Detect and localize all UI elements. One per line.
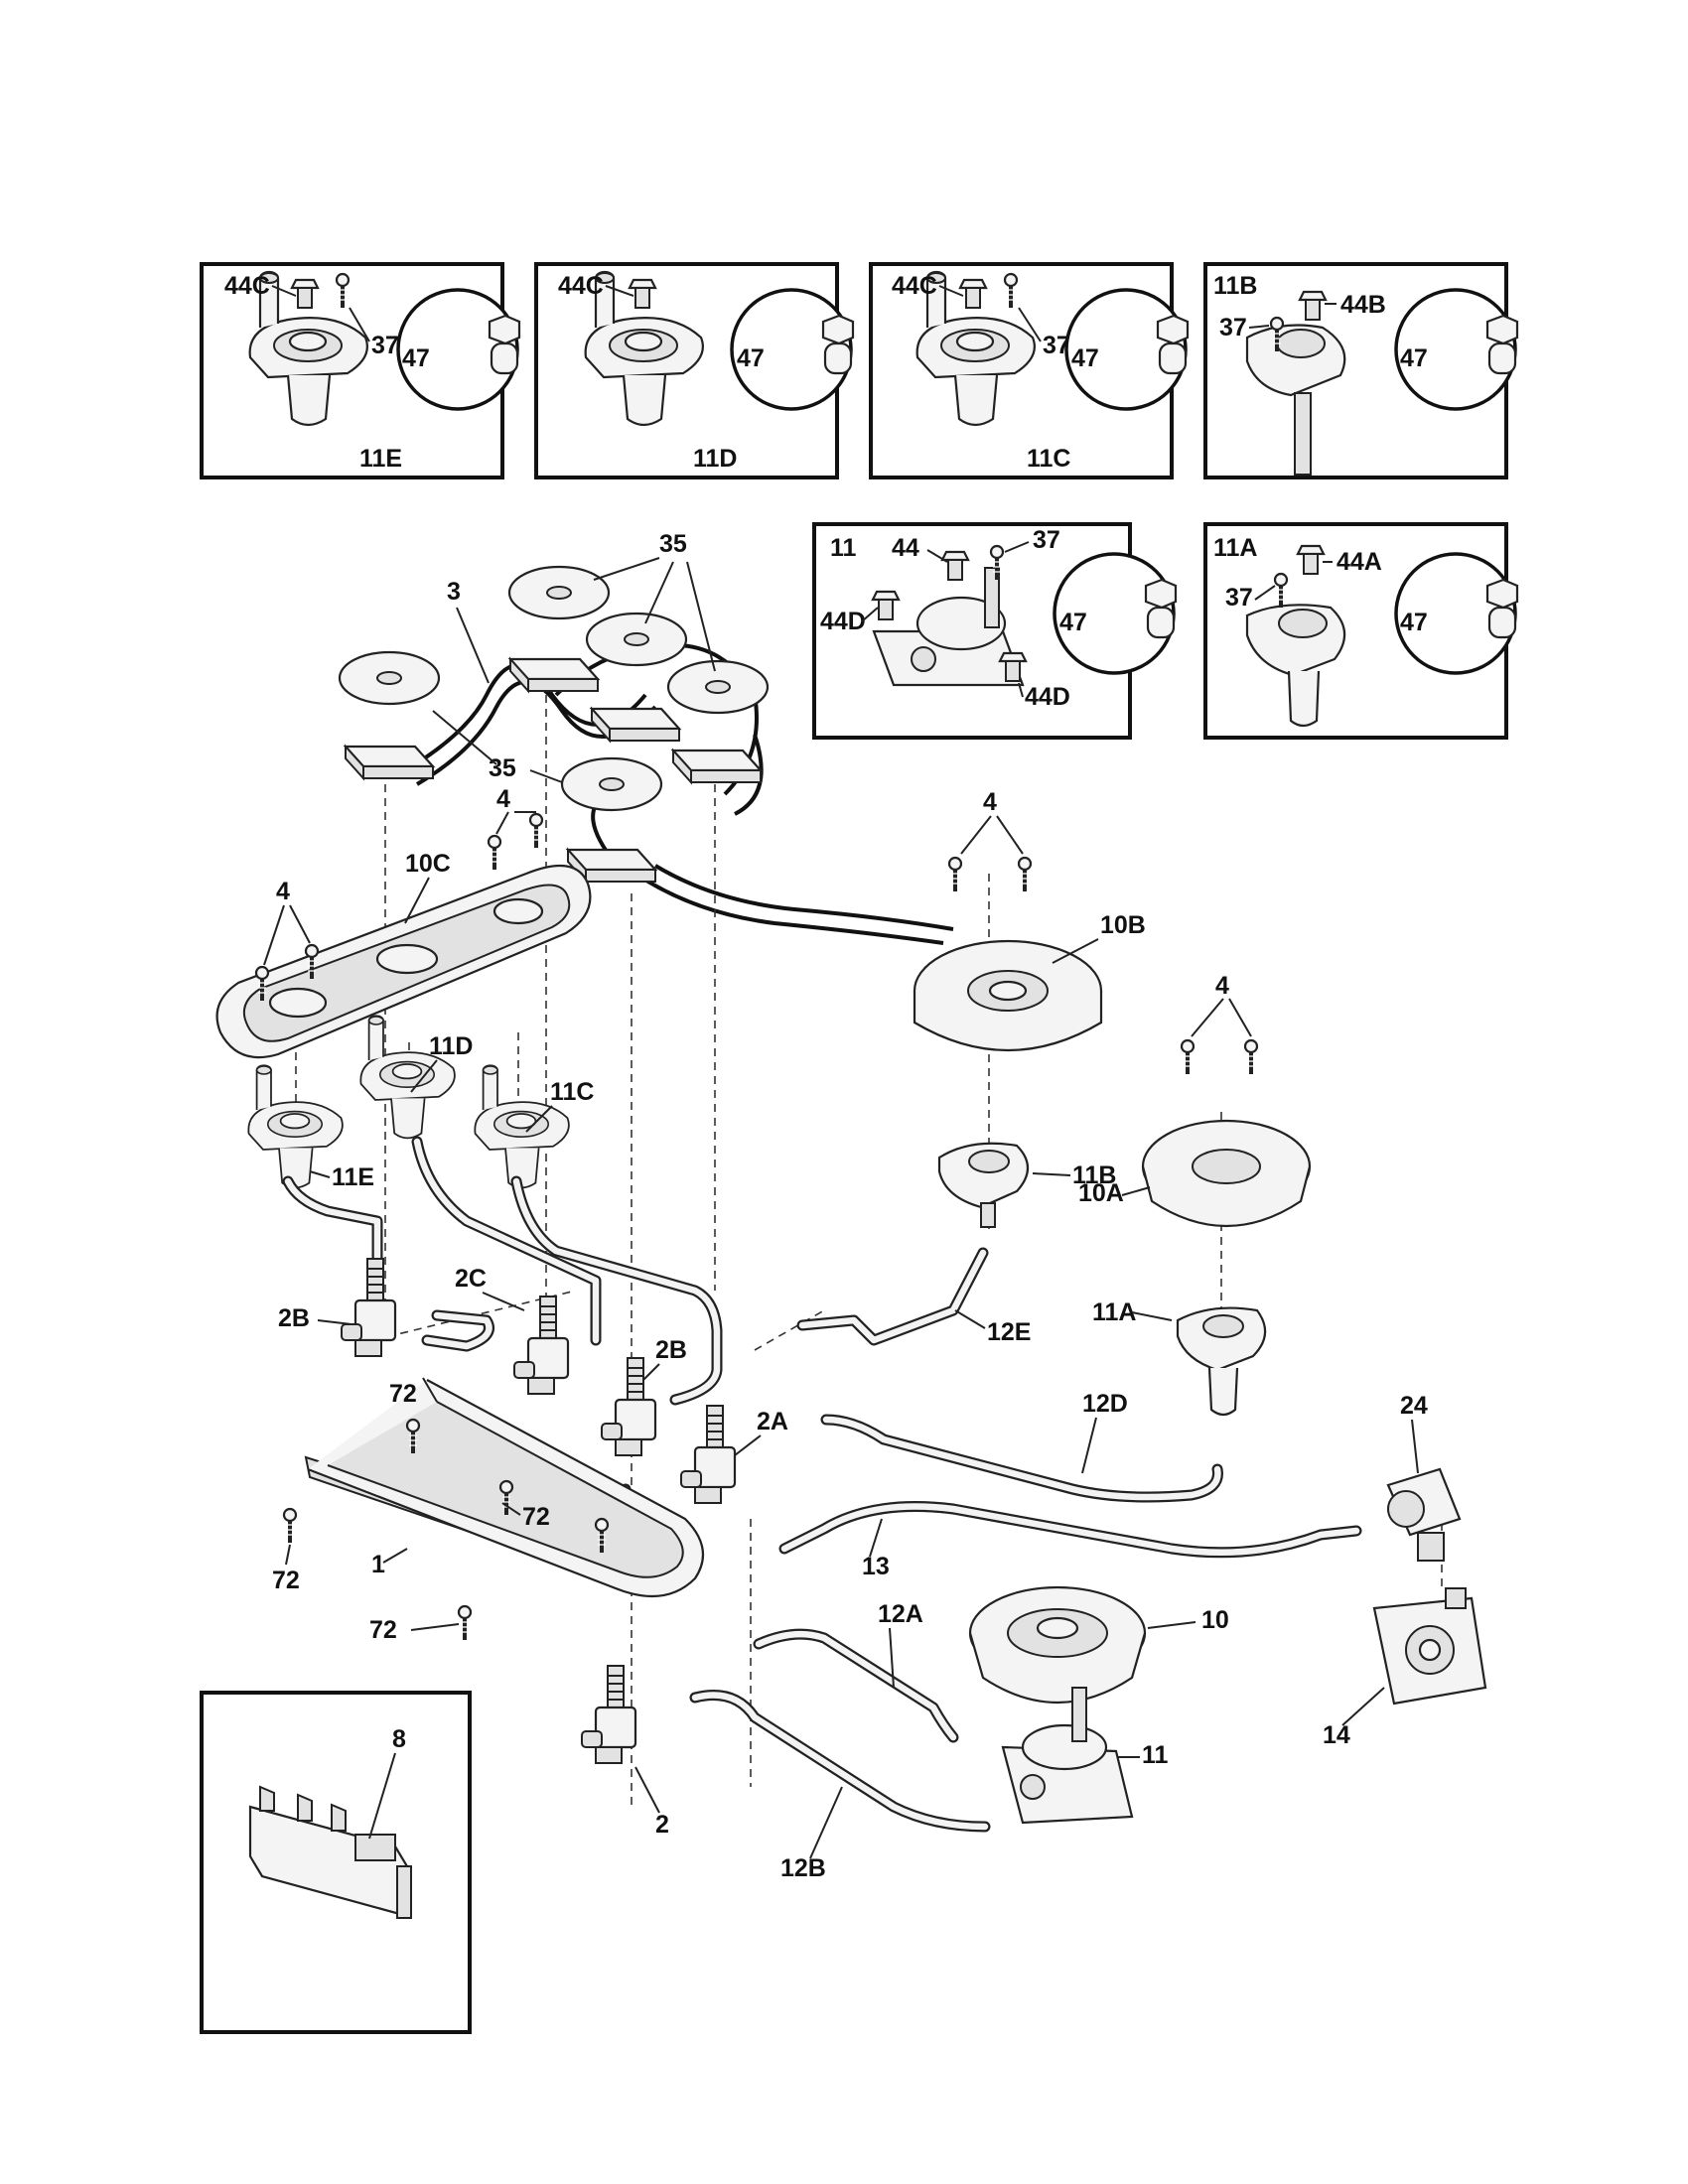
label-2b-left: 2B <box>278 1304 310 1332</box>
label-44d-left: 44D <box>820 608 866 635</box>
regulator-14: 14 <box>1323 1587 1487 1749</box>
burner-10: 10 <box>968 1585 1229 1705</box>
label-37-11: 37 <box>1033 526 1060 554</box>
label-3: 3 <box>447 578 461 606</box>
inset-burner-11c: 44C 37 47 11C <box>869 262 1190 479</box>
burner-head-11a: 11A <box>1092 1298 1267 1417</box>
burner-10a: 4 10A <box>1078 972 1312 1228</box>
label-4-10a: 4 <box>1215 972 1229 1000</box>
label-11c-inset: 11C <box>1027 445 1070 473</box>
label-8: 8 <box>392 1725 406 1753</box>
label-47-d: 47 <box>737 344 765 372</box>
elbow-24: 24 <box>1386 1392 1462 1562</box>
label-11b-inset: 11B <box>1213 272 1257 300</box>
burner-head-11b: 11B <box>937 1142 1116 1228</box>
label-12a: 12A <box>878 1600 923 1628</box>
gas-tubes: 12E 12D 13 12A 12B <box>282 1136 1362 1882</box>
label-72-b: 72 <box>522 1503 550 1531</box>
label-24: 24 <box>1400 1392 1428 1420</box>
label-44c-c: 44C <box>892 272 937 300</box>
inset-burner-11: 11 44 37 44D 44D 47 <box>812 522 1178 740</box>
label-11b: 11B <box>1072 1161 1116 1189</box>
label-47-b: 47 <box>1400 344 1428 372</box>
label-2b-right: 2B <box>655 1336 687 1364</box>
label-11a: 11A <box>1092 1298 1136 1326</box>
label-47-e: 47 <box>402 344 430 372</box>
label-11e-inset: 11E <box>359 445 402 473</box>
label-11d: 11D <box>429 1032 473 1060</box>
label-72-c: 72 <box>272 1567 300 1594</box>
label-2: 2 <box>655 1811 669 1839</box>
label-72-a: 72 <box>389 1380 417 1408</box>
label-44b-inset: 44B <box>1340 291 1386 319</box>
label-4-10b: 4 <box>983 788 997 816</box>
label-10c: 10C <box>405 850 451 878</box>
label-4-top: 4 <box>496 785 510 813</box>
label-1: 1 <box>371 1551 385 1578</box>
label-12b: 12B <box>780 1854 826 1882</box>
label-4-10c: 4 <box>276 878 290 905</box>
inset-burner-11e: 44C 37 47 11E <box>200 262 521 479</box>
burner-10b: 4 10B <box>913 788 1146 1051</box>
label-14: 14 <box>1323 1721 1350 1749</box>
label-72-d: 72 <box>369 1616 397 1644</box>
label-12e: 12E <box>987 1318 1031 1346</box>
label-11e: 11E <box>332 1163 374 1191</box>
manifold-1: 1 72 72 72 72 <box>272 1377 705 1644</box>
label-11: 11 <box>1142 1741 1169 1769</box>
label-47-a: 47 <box>1400 609 1428 636</box>
inset-burner-11a: 11A 44A 37 47 <box>1203 522 1519 740</box>
label-2c: 2C <box>455 1265 487 1293</box>
label-44-inset: 44 <box>892 534 919 562</box>
label-11a-inset: 11A <box>1213 534 1257 562</box>
burner-head-11: 11 <box>1001 1687 1169 1825</box>
burner-base-10c: 10C 4 4 <box>215 785 592 1059</box>
label-47-11: 47 <box>1059 609 1087 636</box>
inset-burner-11d: 44C 47 11D <box>534 262 855 479</box>
label-35-top: 35 <box>659 530 687 558</box>
label-10b: 10B <box>1100 911 1146 939</box>
label-11d-inset: 11D <box>693 445 737 473</box>
label-37-c: 37 <box>1043 332 1070 359</box>
inset-spark-module-8: 8 <box>200 1691 472 2034</box>
spark-electrodes-and-wires: 3 35 35 <box>338 530 954 945</box>
label-37-e: 37 <box>371 332 399 359</box>
label-37-a: 37 <box>1225 584 1253 612</box>
burner-heads-small: 11D 11C 11E <box>247 1015 594 1191</box>
alignment-lines <box>295 695 1443 1807</box>
label-10: 10 <box>1201 1606 1229 1634</box>
label-44a-inset: 44A <box>1336 548 1382 576</box>
label-47-c: 47 <box>1071 344 1099 372</box>
valves: 2B 2C 2B 2A 2 <box>278 1257 788 1839</box>
label-37-b: 37 <box>1219 314 1247 341</box>
label-10a: 10A <box>1078 1179 1124 1207</box>
label-44c-d: 44C <box>558 272 604 300</box>
label-2a: 2A <box>757 1408 788 1435</box>
label-12d: 12D <box>1082 1390 1128 1418</box>
label-13: 13 <box>862 1553 890 1580</box>
inset-burner-11b: 11B 44B 37 47 <box>1203 262 1519 479</box>
label-44c-e: 44C <box>224 272 270 300</box>
label-44d-right: 44D <box>1025 683 1070 711</box>
label-35-mid: 35 <box>489 754 516 782</box>
label-11c: 11C <box>550 1078 594 1106</box>
label-11-inset: 11 <box>830 534 857 562</box>
